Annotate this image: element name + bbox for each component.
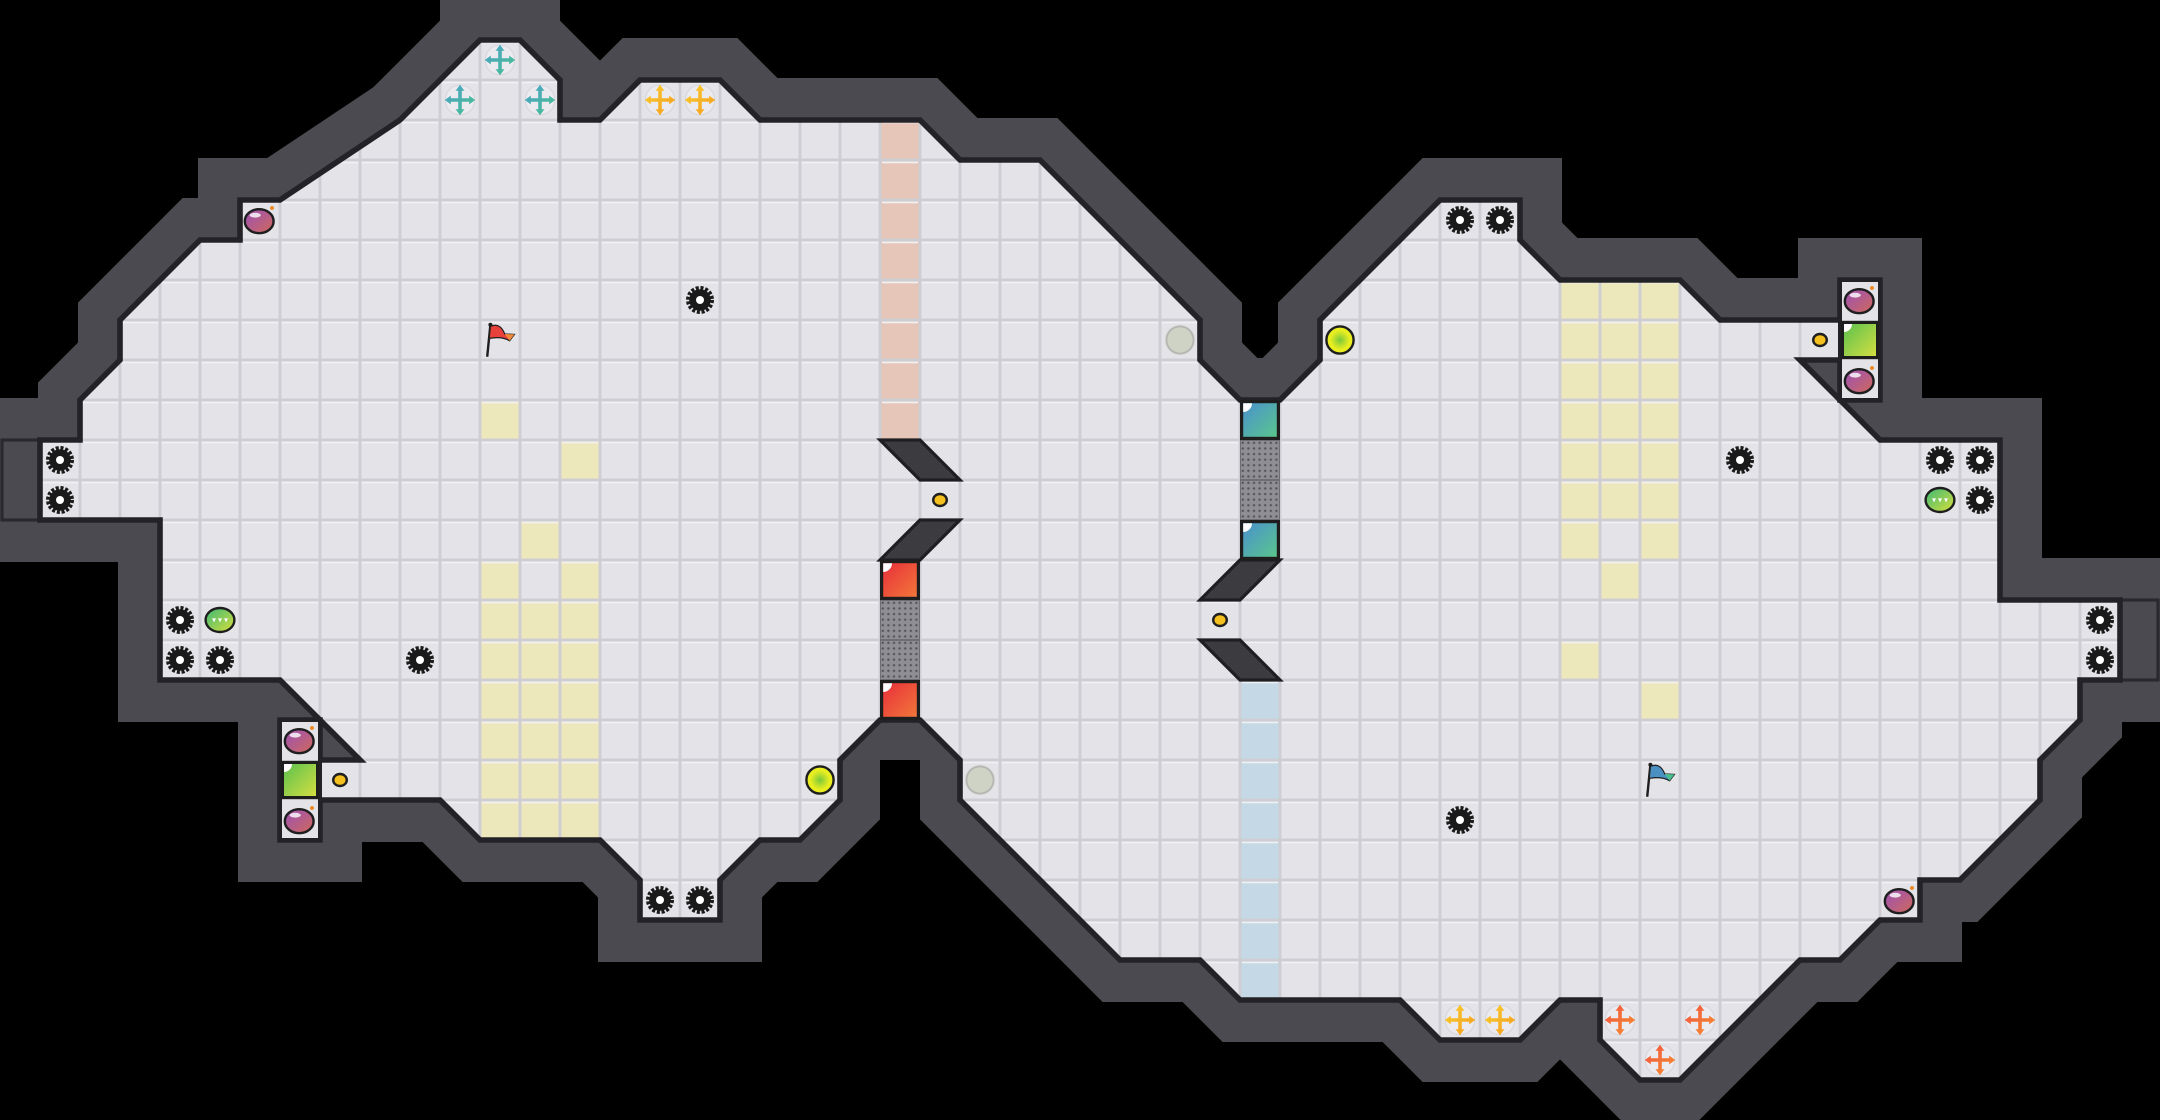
- grate-icon: [1240, 440, 1280, 480]
- yellow-dot-icon: [1211, 612, 1229, 628]
- cross-arrows-icon: [1485, 1005, 1515, 1035]
- red-block-icon: [882, 562, 919, 599]
- cross-arrows-icon: [525, 85, 555, 115]
- barrier-bar: [876, 438, 964, 482]
- green-block-icon: [282, 762, 317, 797]
- grate-icon: [1240, 480, 1280, 520]
- cross-arrows-icon: [1445, 1005, 1475, 1035]
- grate-icon: [880, 640, 920, 680]
- barrier-bar: [876, 518, 964, 562]
- cross-arrows-icon: [445, 85, 475, 115]
- grate-icon: [880, 600, 920, 640]
- cross-arrows-icon: [1645, 1045, 1675, 1075]
- yellow-ball-icon: [1325, 325, 1355, 355]
- gray-circle-icon: [1165, 325, 1195, 355]
- barrier-bar: [1196, 558, 1284, 602]
- cross-arrows-icon: [685, 85, 715, 115]
- teal-block-icon: [1242, 402, 1279, 439]
- red-block-icon: [882, 682, 919, 719]
- barrier-bar: [1196, 638, 1284, 682]
- wall-block: [0, 438, 44, 522]
- gray-circle-icon: [965, 765, 995, 795]
- teal-block-icon: [1242, 522, 1279, 559]
- barriers: [876, 438, 1284, 682]
- outer-walls: [2, 0, 2158, 1080]
- cross-arrows-icon: [1605, 1005, 1635, 1035]
- yellow-dot-icon: [332, 772, 348, 788]
- yellow-dot-icon: [1812, 332, 1828, 348]
- yellow-ball-icon: [805, 765, 835, 795]
- green-block-icon: [1842, 322, 1877, 357]
- pillar-hole: [880, 760, 920, 848]
- yellow-dot-icon: [932, 492, 948, 508]
- cross-arrows-icon: [645, 85, 675, 115]
- cross-arrows-icon: [1685, 1005, 1715, 1035]
- green-ball-icon: [1926, 488, 1955, 512]
- green-ball-icon: [206, 608, 235, 632]
- cross-arrows-icon: [485, 45, 515, 75]
- wall-block: [2116, 598, 2160, 682]
